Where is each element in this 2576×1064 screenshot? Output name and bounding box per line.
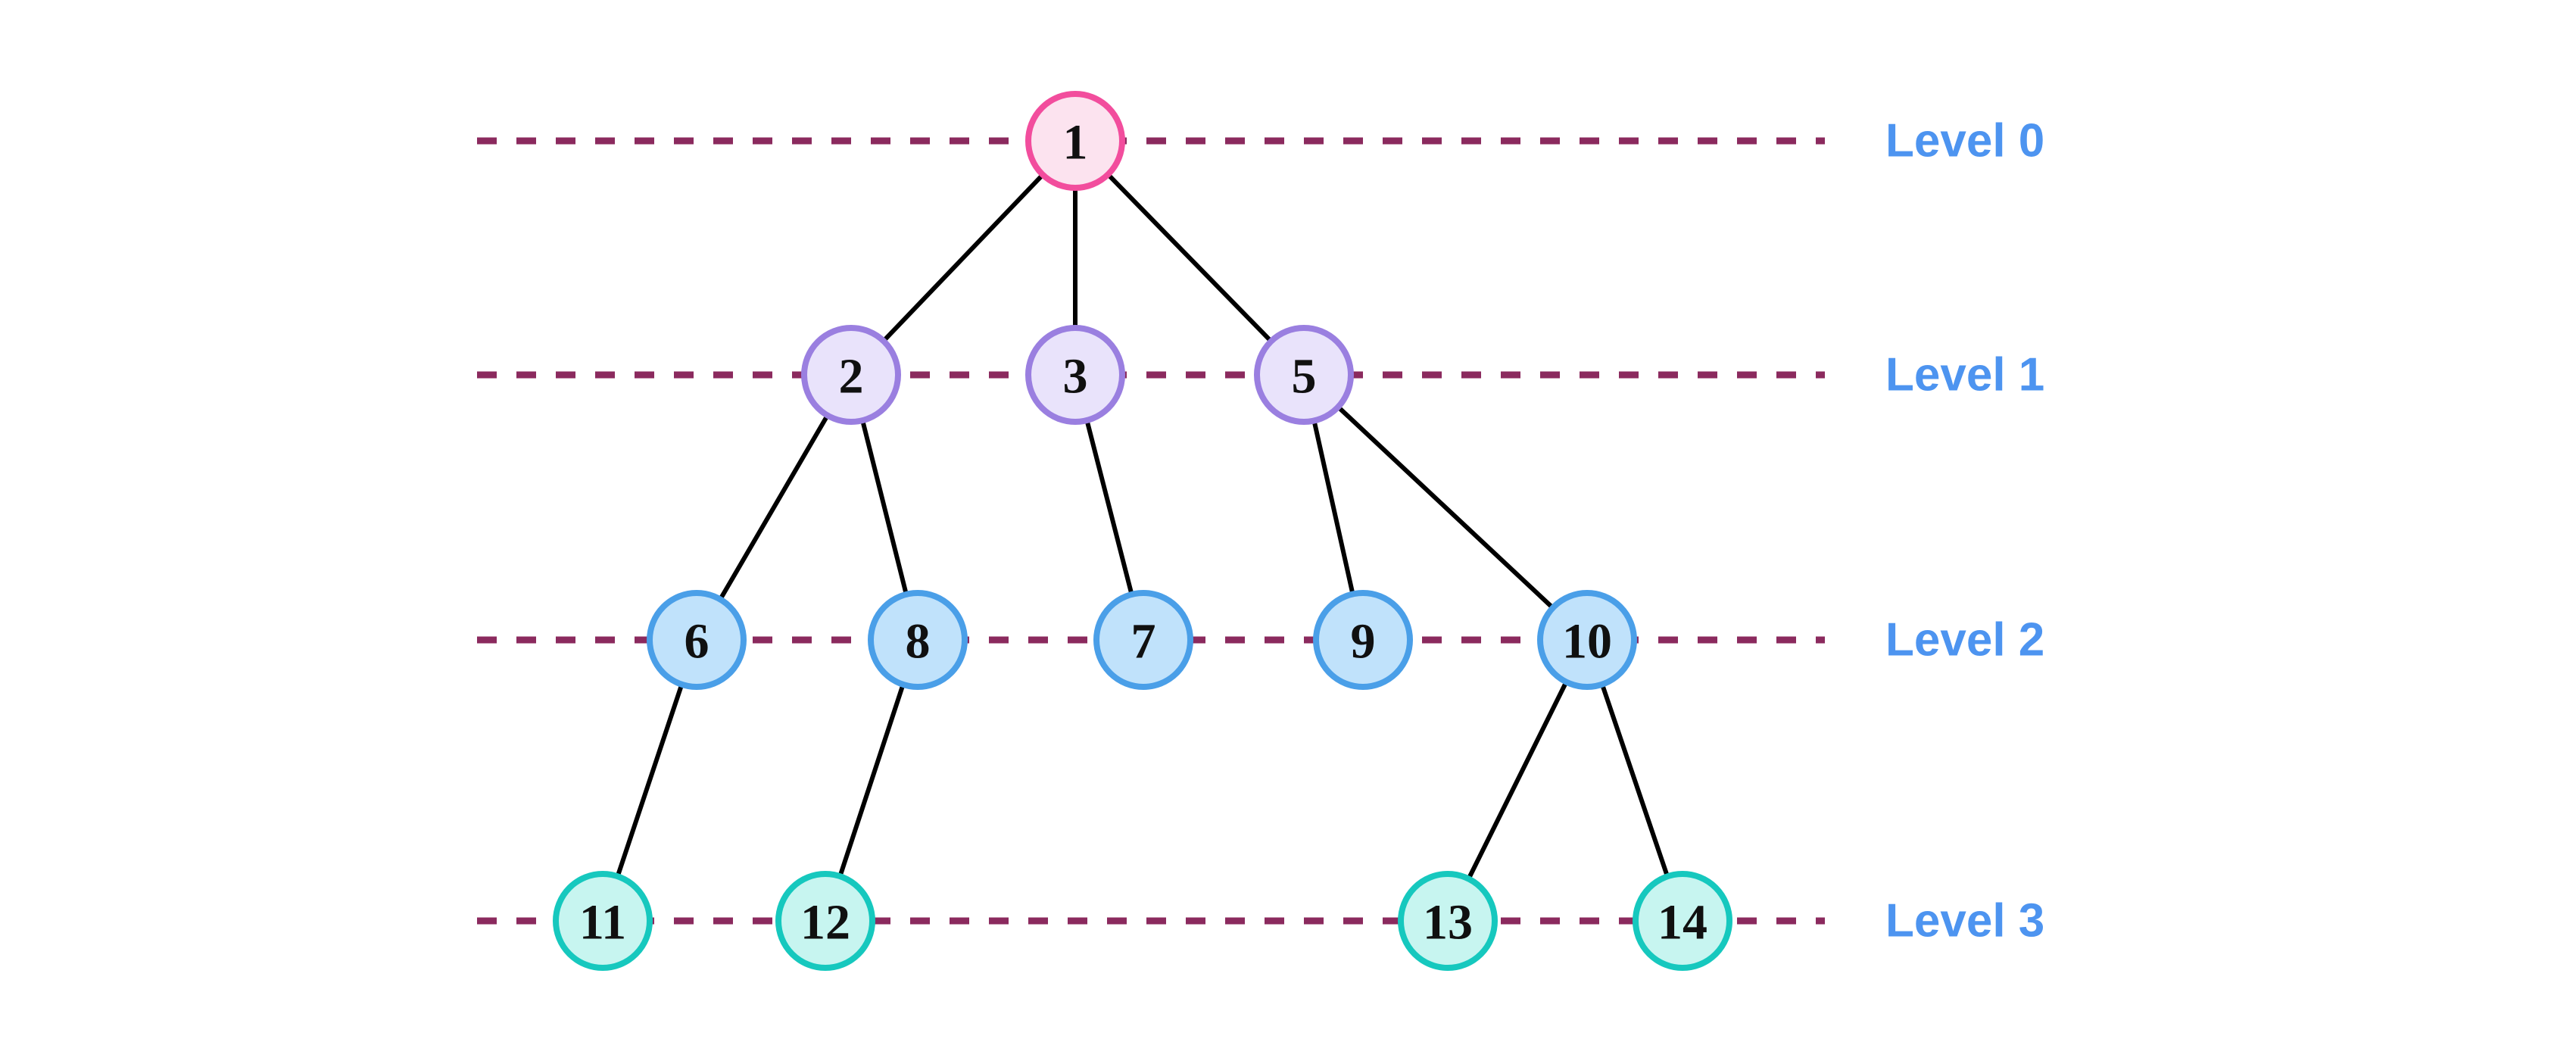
tree-node-6[interactable]: 6 <box>647 590 747 690</box>
tree-edge-1-5 <box>1104 170 1275 345</box>
tree-node-2[interactable]: 2 <box>801 325 901 425</box>
tree-edge-8-12 <box>837 680 906 881</box>
node-circle-12[interactable] <box>775 871 875 971</box>
level-label-0: Level 0 <box>1885 115 2044 167</box>
tree-node-9[interactable]: 9 <box>1313 590 1413 690</box>
tree-node-11[interactable]: 11 <box>553 871 653 971</box>
node-circle-9[interactable] <box>1313 590 1413 690</box>
node-circle-7[interactable] <box>1093 590 1193 690</box>
tree-edge-1-2 <box>880 171 1046 345</box>
level-label-1: Level 1 <box>1885 349 2044 401</box>
node-label-2: 2 <box>839 349 864 404</box>
node-label-3: 3 <box>1063 349 1088 404</box>
tree-edge-2-8 <box>859 417 909 598</box>
node-label-11: 11 <box>579 895 626 950</box>
node-circle-14[interactable] <box>1633 871 1732 971</box>
node-label-1: 1 <box>1063 115 1088 170</box>
node-label-8: 8 <box>906 614 931 669</box>
tree-edge-2-6 <box>717 411 831 604</box>
node-label-13: 13 <box>1423 895 1473 950</box>
level-guide-lines <box>477 137 1825 925</box>
tree-edge-10-14 <box>1599 680 1670 881</box>
level-label-2: Level 2 <box>1885 614 2044 666</box>
node-circle-13[interactable] <box>1398 871 1498 971</box>
tree-node-7[interactable]: 7 <box>1093 590 1193 690</box>
node-circle-2[interactable] <box>801 325 901 425</box>
node-circle-1[interactable] <box>1025 91 1125 191</box>
tree-node-1[interactable]: 1 <box>1025 91 1125 191</box>
node-label-7: 7 <box>1131 614 1156 669</box>
level-labels: Level 0 Level 1 Level 2 Level 3 <box>1885 115 2044 947</box>
node-circle-8[interactable] <box>868 590 968 690</box>
tree-node-3[interactable]: 3 <box>1025 325 1125 425</box>
node-circle-11[interactable] <box>553 871 653 971</box>
tree-node-12[interactable]: 12 <box>775 871 875 971</box>
node-circle-6[interactable] <box>647 590 747 690</box>
node-label-10: 10 <box>1562 614 1612 669</box>
node-circle-5[interactable] <box>1254 325 1354 425</box>
tree-edge-5-10 <box>1334 403 1557 612</box>
node-circle-10[interactable] <box>1537 590 1637 690</box>
tree-edge-3-7 <box>1084 417 1135 598</box>
node-label-12: 12 <box>800 895 850 950</box>
node-label-9: 9 <box>1351 614 1376 669</box>
tree-node-10[interactable]: 10 <box>1537 590 1637 690</box>
node-label-5: 5 <box>1292 349 1317 404</box>
tree-edge-5-9 <box>1311 417 1355 598</box>
level-label-3: Level 3 <box>1885 895 2044 947</box>
node-label-14: 14 <box>1658 895 1707 950</box>
tree-node-8[interactable]: 8 <box>868 590 968 690</box>
tree-node-5[interactable]: 5 <box>1254 325 1354 425</box>
tree-edges <box>615 170 1670 883</box>
tree-edge-6-11 <box>615 680 685 881</box>
node-circle-3[interactable] <box>1025 325 1125 425</box>
tree-edge-10-13 <box>1465 678 1570 883</box>
tree-node-13[interactable]: 13 <box>1398 871 1498 971</box>
tree-node-14[interactable]: 14 <box>1633 871 1732 971</box>
node-label-6: 6 <box>685 614 709 669</box>
